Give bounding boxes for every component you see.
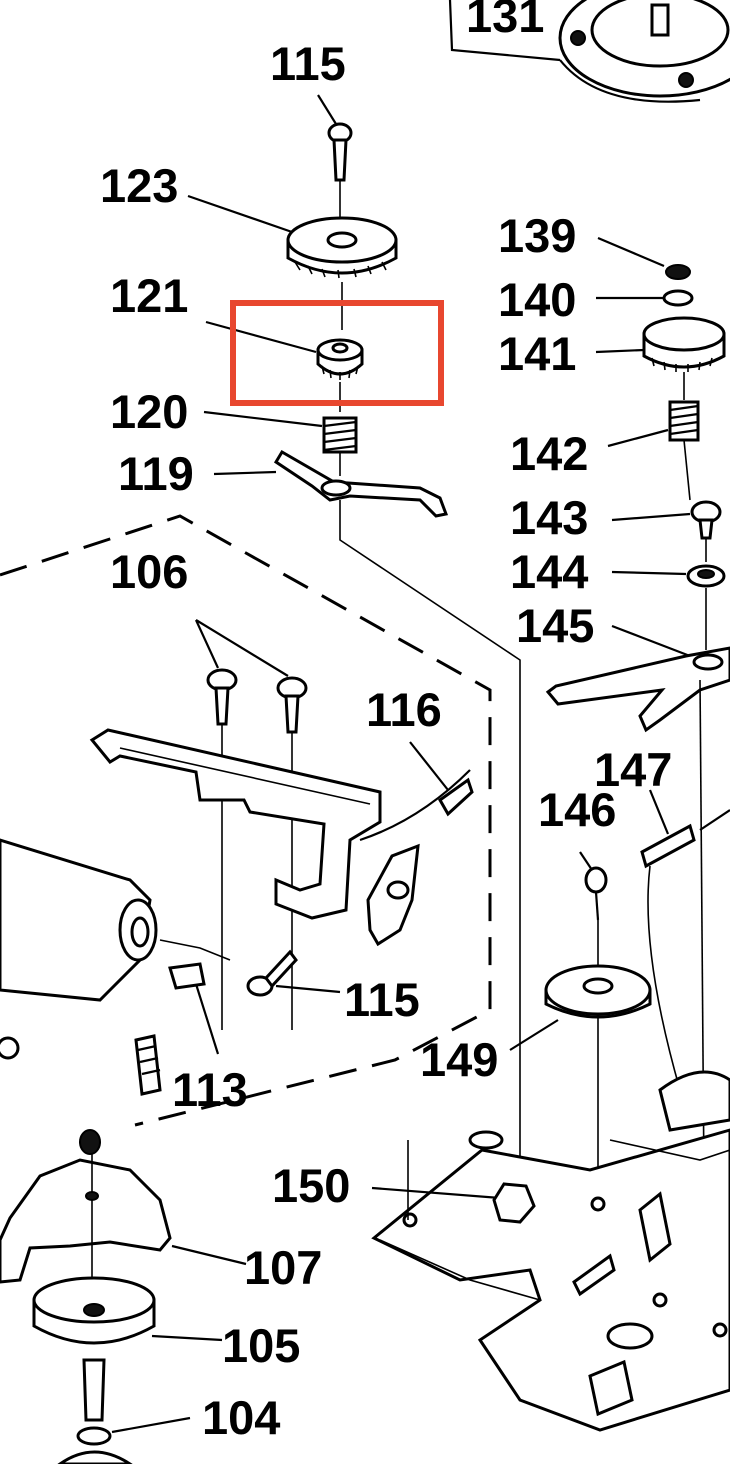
label-150: 150 xyxy=(272,1159,350,1212)
label-104: 104 xyxy=(202,1391,280,1444)
label-115-top: 115 xyxy=(270,37,346,90)
part-105-pulley xyxy=(32,1276,223,1422)
bracket-assembly xyxy=(0,728,382,1060)
part-149-gear xyxy=(509,964,652,1051)
label-139: 139 xyxy=(498,209,576,262)
part-119-lever xyxy=(213,449,521,1180)
label-140: 140 xyxy=(498,273,576,326)
part-113-spring xyxy=(134,962,220,1096)
part-120-spring xyxy=(203,410,358,476)
part-141-gear xyxy=(595,316,726,400)
part-107-bracket xyxy=(0,1129,247,1300)
subassembly-dashed-outline xyxy=(0,514,492,1127)
part-150-post xyxy=(371,1140,536,1224)
part-144-bushing xyxy=(611,564,726,650)
part-116-link xyxy=(359,741,474,947)
label-116: 116 xyxy=(366,683,442,736)
part-140-washer xyxy=(596,289,694,307)
part-146-pin xyxy=(579,851,608,1200)
chassis-base-plate xyxy=(371,1070,730,1432)
part-115-screw-top xyxy=(317,94,353,230)
label-115-lower: 115 xyxy=(344,973,420,1026)
label-147: 147 xyxy=(594,743,672,796)
label-121: 121 xyxy=(110,269,188,322)
part-labels: 131 115 123 121 120 119 139 140 141 142 … xyxy=(100,0,672,1444)
label-123: 123 xyxy=(100,159,178,212)
label-146: 146 xyxy=(538,783,616,836)
part-143-screw xyxy=(611,500,722,562)
part-104-washer xyxy=(57,1416,191,1464)
part-106-screws xyxy=(195,619,308,1030)
part-142-spring xyxy=(607,400,700,501)
label-119: 119 xyxy=(118,447,194,500)
label-143: 143 xyxy=(510,491,588,544)
part-121-small-gear xyxy=(205,320,364,412)
label-141: 141 xyxy=(498,327,576,380)
label-145: 145 xyxy=(516,599,594,652)
part-139-washer xyxy=(597,236,691,280)
part-123-gear xyxy=(187,194,398,330)
label-113: 113 xyxy=(172,1063,248,1116)
part-121-highlight-box xyxy=(230,300,444,406)
label-107: 107 xyxy=(244,1241,322,1294)
label-149: 149 xyxy=(420,1033,498,1086)
label-131: 131 xyxy=(466,0,544,42)
label-142: 142 xyxy=(510,427,588,480)
part-147-spring xyxy=(640,789,730,1091)
part-131-large-gear xyxy=(448,0,730,103)
part-115-screw-lower xyxy=(246,949,341,997)
label-120: 120 xyxy=(110,385,188,438)
label-105: 105 xyxy=(222,1319,300,1372)
label-144: 144 xyxy=(510,545,588,598)
label-106: 106 xyxy=(110,545,188,598)
